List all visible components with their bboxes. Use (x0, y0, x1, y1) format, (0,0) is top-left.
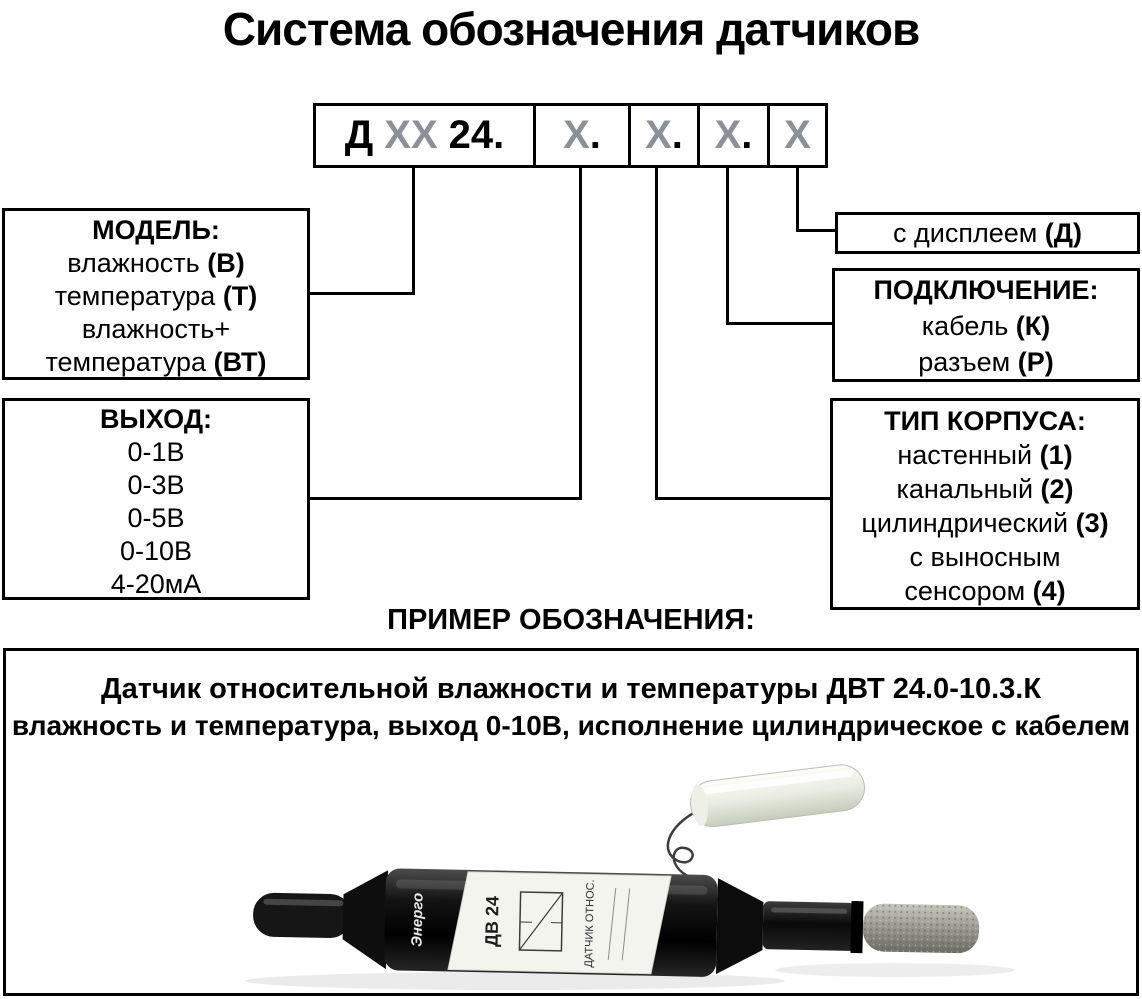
option-text: 0-1В (127, 437, 185, 467)
code-x: X (714, 113, 742, 157)
sensor-label-text: ДАТЧИК ОТНОС. (583, 879, 597, 967)
housing-option-remote-1: с выносным (833, 540, 1137, 574)
option-text: с дисплеем (892, 218, 1045, 248)
connection-box: ПОДКЛЮЧЕНИЕ: кабель (К) разъем (Р) (832, 268, 1140, 382)
code-model-placeholder: XX (384, 113, 438, 157)
option-text: кабель (921, 311, 1016, 341)
output-box-title: ВЫХОД: (99, 404, 213, 434)
connector-connection-vertical (726, 168, 729, 325)
model-option-humidity: влажность (В) (5, 247, 307, 280)
option-code: (К) (1015, 311, 1051, 341)
output-box: ВЫХОД: 0-1В 0-3В 0-5В 0-10В 4-20мА (2, 398, 310, 600)
sensor-cable-connector (253, 870, 389, 970)
model-option-combo-1: влажность+ (5, 313, 307, 346)
option-code: (ВТ) (213, 347, 267, 377)
option-code: (3) (1075, 508, 1109, 538)
housing-box: ТИП КОРПУСА: настенный (1) канальный (2)… (830, 398, 1140, 610)
output-option-0-3v: 0-3В (5, 469, 307, 502)
code-x: X (784, 113, 811, 157)
output-option-0-5v: 0-5В (5, 502, 307, 535)
option-text: 4-20мА (110, 569, 202, 599)
connection-option-plug: разъем (Р) (835, 344, 1137, 380)
display-box: с дисплеем (Д) (835, 212, 1140, 254)
example-line-1: Датчик относительной влажности и темпера… (100, 673, 1042, 705)
connection-box-title: ПОДКЛЮЧЕНИЕ: (873, 275, 1099, 305)
option-code: (2) (1040, 474, 1074, 504)
option-text: сенсором (904, 576, 1033, 606)
code-series: 24. (448, 113, 505, 157)
model-box: МОДЕЛЬ: влажность (В) температура (Т) вл… (2, 208, 310, 380)
option-text: канальный (896, 474, 1041, 504)
example-heading: ПРИМЕР ОБОЗНАЧЕНИЯ: (387, 604, 755, 636)
code-segment-housing: X. (628, 106, 697, 165)
connection-option-cable: кабель (К) (835, 308, 1137, 344)
code-dot: . (589, 113, 601, 157)
code-segment-connection: X. (697, 106, 767, 165)
sensor-brand-text: Энерго (408, 893, 426, 947)
option-text: температура (45, 347, 214, 377)
connector-housing-vertical (655, 168, 658, 500)
housing-box-title: ТИП КОРПУСА: (884, 406, 1086, 436)
sensor-label-model: ДВ 24 (481, 896, 502, 947)
option-text: с выносным (909, 542, 1061, 572)
connector-model-horizontal (310, 292, 415, 295)
model-option-combo-2: температура (ВТ) (5, 346, 307, 379)
sensor-filter-cap (862, 903, 980, 954)
connector-housing-horizontal (655, 497, 830, 500)
connector-model-vertical (412, 168, 415, 295)
option-code: (В) (207, 248, 245, 278)
code-prefix: Д (344, 113, 374, 157)
housing-option-remote-2: сенсором (4) (833, 574, 1137, 608)
code-x: X (645, 113, 672, 157)
sensor-photo: Энерго ДВ 24 ДАТЧИК ОТНОС. (245, 764, 1015, 990)
option-text: 0-3В (127, 470, 185, 500)
connector-display-horizontal (796, 229, 835, 232)
option-code: (4) (1032, 576, 1066, 606)
code-dot: . (741, 113, 753, 157)
connector-connection-horizontal (726, 322, 832, 325)
designation-code-box: Д XX 24. X. X. X. X (313, 103, 828, 168)
code-segment-display: X (767, 106, 825, 165)
model-box-title: МОДЕЛЬ: (92, 215, 220, 245)
option-code: (Р) (1017, 347, 1054, 377)
option-text: влажность+ (81, 314, 231, 344)
option-code: (Д) (1044, 218, 1083, 248)
option-text: разъем (918, 347, 1018, 377)
output-option-0-1v: 0-1В (5, 436, 307, 469)
model-option-temperature: температура (Т) (5, 280, 307, 313)
display-option: с дисплеем (Д) (838, 215, 1137, 251)
remote-sensor-cylinder (689, 764, 866, 828)
code-dot: . (671, 113, 683, 157)
option-text: 0-5В (127, 503, 185, 533)
sensor-label-schematic (518, 891, 564, 952)
output-option-4-20ma: 4-20мА (5, 568, 307, 601)
sensor-shadow (245, 963, 1015, 990)
option-code: (Т) (222, 281, 258, 311)
option-text: настенный (897, 440, 1040, 470)
sensor-label: ДВ 24 ДАТЧИК ОТНОС. (447, 871, 672, 975)
sensor-body-group: Энерго ДВ 24 ДАТЧИК ОТНОС. (253, 868, 980, 977)
connector-display-vertical (796, 168, 799, 232)
housing-option-wall: настенный (1) (833, 438, 1137, 472)
sensor-taper (715, 878, 764, 975)
option-text: цилиндрический (861, 508, 1076, 538)
housing-option-duct: канальный (2) (833, 472, 1137, 506)
connector-output-horizontal (310, 497, 582, 500)
connector-output-vertical (579, 168, 582, 500)
page-title: Система обозначения датчиков (222, 3, 921, 55)
option-text: влажность (67, 248, 208, 278)
option-text: 0-10В (119, 536, 193, 566)
code-x: X (563, 113, 590, 157)
housing-option-cylinder: цилиндрический (3) (833, 506, 1137, 540)
sensor-wire (666, 808, 701, 881)
code-segment-output: X. (533, 106, 628, 165)
option-code: (1) (1039, 440, 1073, 470)
code-segment-main: Д XX 24. (316, 106, 533, 165)
output-option-0-10v: 0-10В (5, 535, 307, 568)
example-line-2: влажность и температура, выход 0-10В, ис… (11, 710, 1131, 741)
sensor-nose (762, 900, 864, 954)
option-text: температура (54, 281, 223, 311)
